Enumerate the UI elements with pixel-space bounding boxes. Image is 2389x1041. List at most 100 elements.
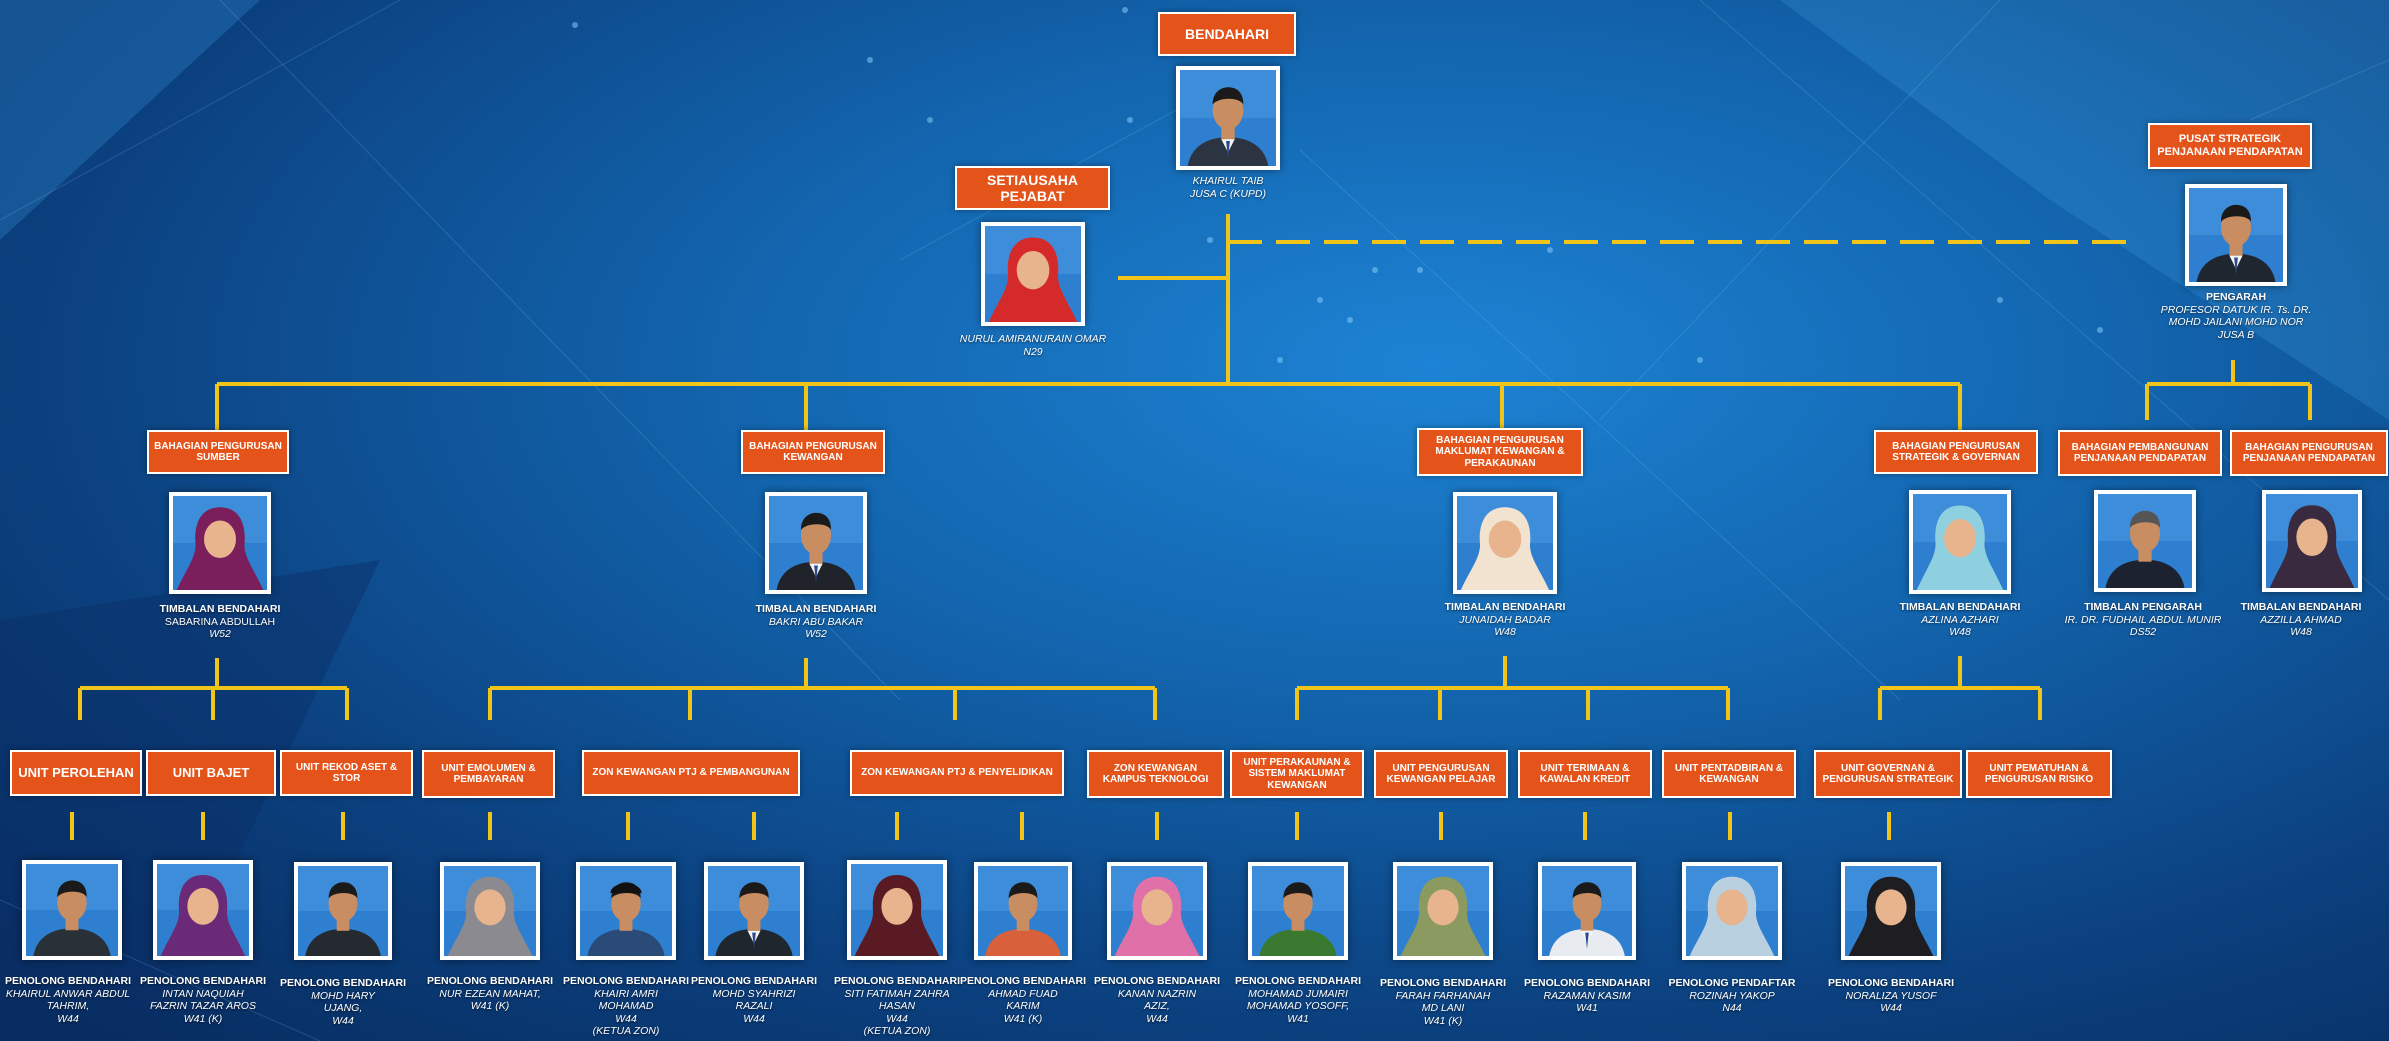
staff-title: PENOLONG PENDAFTAR: [1668, 977, 1796, 989]
staff-grade: W41 (K): [1423, 1014, 1463, 1027]
division-name: AZLINA AZHARI: [1921, 613, 1999, 626]
person-silhouette-icon: [2098, 494, 2192, 588]
setiausaha-photo: [981, 222, 1085, 326]
person-silhouette-icon: [157, 864, 249, 956]
person-silhouette-icon: [1542, 866, 1632, 956]
staff-grade: W41 (K): [183, 1012, 223, 1025]
division-photo-pembangunan: [2094, 490, 2196, 592]
unit-box-kewangan-pelajar: UNIT PENGURUSAN KEWANGAN PELAJAR: [1374, 750, 1508, 798]
staff-grade: W44: [1880, 1002, 1902, 1015]
staff-title: PENOLONG BENDAHARI: [959, 975, 1086, 987]
division-grade: W48: [1949, 626, 1971, 639]
setiausaha-box: SETIAUSAHA PEJABAT: [955, 166, 1110, 210]
staff-photo-9: [1107, 862, 1207, 960]
division-grade: W48: [1494, 626, 1516, 639]
person-silhouette-icon: [26, 864, 118, 956]
unit-box-rekod-aset: UNIT REKOD ASET & STOR: [280, 750, 413, 796]
division-photo-sumber: [169, 492, 271, 594]
division-box-penjanaan: BAHAGIAN PENGURUSAN PENJANAAN PENDAPATAN: [2230, 430, 2388, 476]
division-box-pembangunan: BAHAGIAN PEMBANGUNAN PENJANAAN PENDAPATA…: [2058, 430, 2222, 476]
division-box-strategik: BAHAGIAN PENGURUSAN STRATEGIK & GOVERNAN: [1874, 430, 2038, 474]
person-silhouette-icon: [173, 496, 267, 590]
person-silhouette-icon: [1457, 496, 1553, 590]
staff-photo-10: [1248, 862, 1348, 960]
unit-box-terimaan: UNIT TERIMAAN & KAWALAN KREDIT: [1518, 750, 1652, 798]
unit-box-perakaunan: UNIT PERAKAUNAN & SISTEM MAKLUMAT KEWANG…: [1230, 750, 1364, 798]
staff-title: PENOLONG BENDAHARI: [1827, 977, 1954, 989]
unit-box-zon-pembangunan: ZON KEWANGAN PTJ & PEMBANGUNAN: [582, 750, 800, 796]
setiausaha-caption: NURUL AMIRANURAIN OMAR N29: [948, 333, 1118, 358]
division-box-maklumat: BAHAGIAN PENGURUSAN MAKLUMAT KEWANGAN & …: [1417, 428, 1583, 476]
pengarah-caption: PENGARAH PROFESOR DATUK IR. Ts. DR. MOHD…: [2151, 291, 2321, 341]
division-title: TIMBALAN BENDAHARI: [755, 603, 877, 615]
staff-grade: W41: [1576, 1002, 1598, 1015]
staff-title: PENOLONG BENDAHARI: [139, 975, 266, 987]
person-silhouette-icon: [580, 866, 672, 956]
person-silhouette-icon: [1913, 494, 2007, 590]
pusat-strategik-box: PUSAT STRATEGIK PENJANAAN PENDAPATAN: [2148, 123, 2312, 169]
division-grade: W52: [805, 628, 827, 641]
staff-grade: W44: [57, 1012, 79, 1025]
staff-title: PENOLONG BENDAHARI: [562, 975, 689, 987]
setiausaha-grade: N29: [1023, 345, 1043, 358]
unit-box-zon-penyelidikan: ZON KEWANGAN PTJ & PENYELIDIKAN: [850, 750, 1064, 796]
division-photo-kewangan: [765, 492, 867, 594]
setiausaha-name: NURUL AMIRANURAIN OMAR: [959, 333, 1107, 345]
staff-name: AHMAD FUAD KARIM: [988, 987, 1058, 1013]
staff-name: MOHD SYAHRIZI RAZALI: [712, 987, 796, 1013]
division-caption-kewangan: TIMBALAN BENDAHARI BAKRI ABU BAKAR W52: [731, 603, 901, 641]
pengarah-grade: JUSA B: [2217, 328, 2255, 341]
division-caption-penjanaan: TIMBALAN BENDAHARI AZZILLA AHMAD W48: [2216, 601, 2386, 639]
staff-name: KHAIRUL ANWAR ABDUL TAHRIM,: [5, 987, 131, 1013]
staff-grade: W44: [886, 1012, 908, 1025]
staff-grade: W44: [332, 1014, 354, 1027]
staff-title: PENOLONG BENDAHARI: [426, 975, 553, 987]
person-silhouette-icon: [1180, 70, 1276, 166]
staff-title: PENOLONG BENDAHARI: [1234, 975, 1361, 987]
division-caption-sumber: TIMBALAN BENDAHARI SABARINA ABDULLAH W52: [135, 603, 305, 641]
staff-photo-6: [704, 862, 804, 960]
staff-grade: W41: [1287, 1012, 1309, 1025]
person-silhouette-icon: [851, 864, 943, 956]
staff-name: KHAIRI AMRI MOHAMAD: [594, 987, 658, 1013]
division-photo-maklumat: [1453, 492, 1557, 594]
unit-box-zon-kampus: ZON KEWANGAN KAMPUS TEKNOLOGI: [1087, 750, 1224, 798]
staff-grade: W44: [743, 1012, 765, 1025]
staff-title: PENOLONG BENDAHARI: [833, 975, 960, 987]
division-photo-penjanaan: [2262, 490, 2362, 592]
person-silhouette-icon: [1111, 866, 1203, 956]
staff-photo-5: [576, 862, 676, 960]
staff-photo-13: [1682, 862, 1782, 960]
staff-title: PENOLONG BENDAHARI: [1379, 977, 1506, 989]
staff-title: PENOLONG BENDAHARI: [279, 977, 406, 989]
bendahari-photo: [1176, 66, 1280, 170]
division-caption-pembangunan: TIMBALAN PENGARAH IR. DR. FUDHAIL ABDUL …: [2058, 601, 2228, 639]
staff-name: SITI FATIMAH ZAHRA HASAN: [844, 987, 950, 1013]
staff-name: MOHAMAD JUMAIRI MOHAMAD YOSOFF,: [1246, 987, 1350, 1013]
staff-grade: N44: [1722, 1002, 1742, 1015]
person-silhouette-icon: [769, 496, 863, 590]
staff-name: RAZAMAN KASIM: [1543, 989, 1631, 1002]
staff-name: KANAN NAZRIN AZIZ,: [1117, 987, 1197, 1013]
person-silhouette-icon: [1845, 866, 1937, 956]
division-caption-maklumat: TIMBALAN BENDAHARI JUNAIDAH BADAR W48: [1420, 601, 1590, 639]
staff-photo-11: [1393, 862, 1493, 960]
person-silhouette-icon: [444, 866, 536, 956]
unit-box-perolehan: UNIT PEROLEHAN: [10, 750, 142, 796]
staff-name: FARAH FARHANAH MD LANI: [1395, 989, 1491, 1015]
staff-title: PENOLONG BENDAHARI: [4, 975, 131, 987]
person-silhouette-icon: [2189, 188, 2283, 282]
